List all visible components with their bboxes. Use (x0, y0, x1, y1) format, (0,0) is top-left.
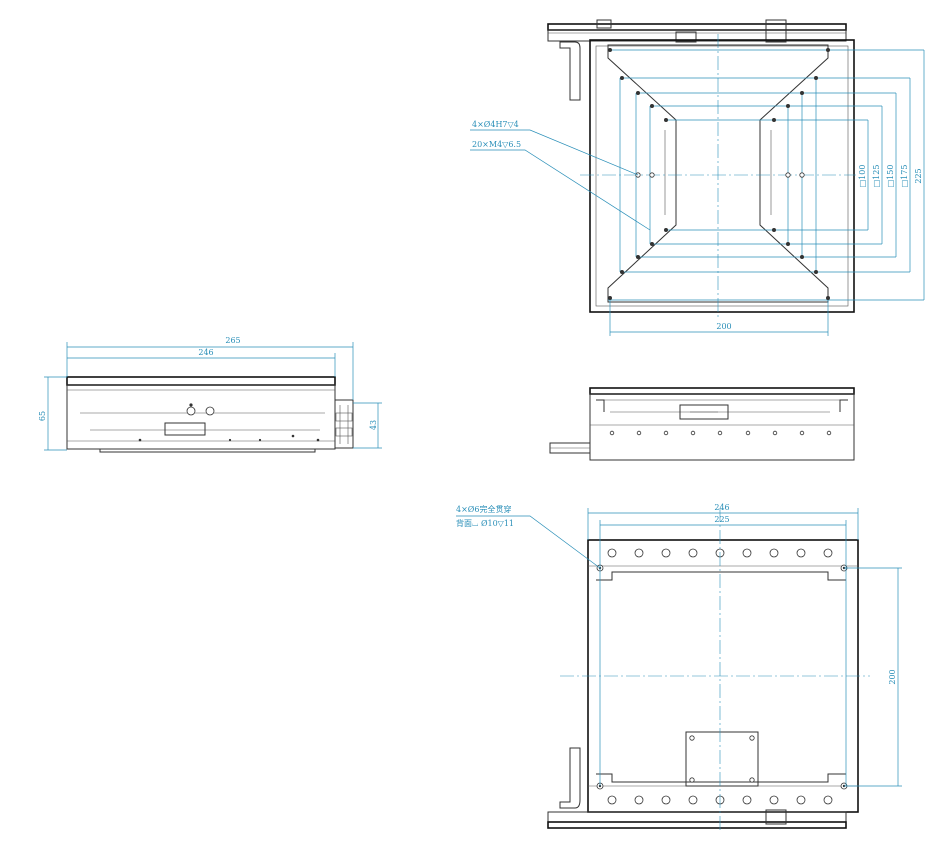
dim-246-side: 246 (198, 348, 213, 357)
front-body (589, 393, 855, 461)
top-view: 4×Ø4H7▽4 20×M4▽6.5 □100 □125 □150 □175 2… (470, 19, 925, 336)
top-side-handle (559, 41, 581, 101)
side-body (66, 384, 336, 450)
dim-sq-150: □150 (886, 165, 895, 188)
bottom-top-hole-row (607, 548, 833, 558)
dim-43: 43 (369, 420, 378, 430)
dim-sq-100: □100 (858, 165, 867, 188)
dim-225-top: 225 (914, 168, 923, 183)
front-top-plate (589, 387, 855, 395)
dim-sq-125: □125 (872, 165, 881, 188)
bottom-motor-cover (685, 731, 759, 787)
bottom-side-handle (559, 747, 581, 809)
dim-246-bottom: 246 (714, 503, 729, 512)
bottom-corner-holes (596, 564, 848, 790)
callout-tapped-holes: 20×M4▽6.5 (472, 140, 521, 149)
callout-counterbore: 背面⌴ Ø10▽11 (456, 518, 514, 528)
bottom-view: 246 225 200 4×Ø6完全贯穿 背面⌴ Ø10▽11 (456, 503, 902, 830)
side-screw-1 (186, 406, 196, 416)
callout-dowel-holes: 4×Ø4H7▽4 (472, 120, 519, 129)
top-upper-rail (547, 23, 847, 31)
dim-65: 65 (38, 411, 47, 421)
dim-200-top: 200 (716, 322, 731, 331)
dim-265: 265 (225, 336, 240, 345)
dim-200-bottom: 200 (888, 669, 897, 684)
side-top-plate (66, 376, 336, 386)
dim-sq-175: □175 (900, 165, 909, 188)
side-screw-2 (205, 406, 215, 416)
side-view: 265 246 65 43 (38, 336, 382, 453)
side-slider-bracket (164, 422, 206, 436)
top-main-plate (589, 39, 855, 313)
front-side-holes (609, 430, 832, 436)
callout-through-holes: 4×Ø6完全贯穿 (456, 504, 511, 514)
top-tapped-holes (608, 48, 830, 300)
front-view (549, 387, 855, 461)
front-slider-bracket (679, 404, 729, 420)
side-end-cap (334, 399, 354, 449)
bottom-bottom-hole-row (607, 795, 833, 805)
bottom-lower-rail (547, 811, 847, 823)
dim-225-bottom: 225 (714, 515, 729, 524)
